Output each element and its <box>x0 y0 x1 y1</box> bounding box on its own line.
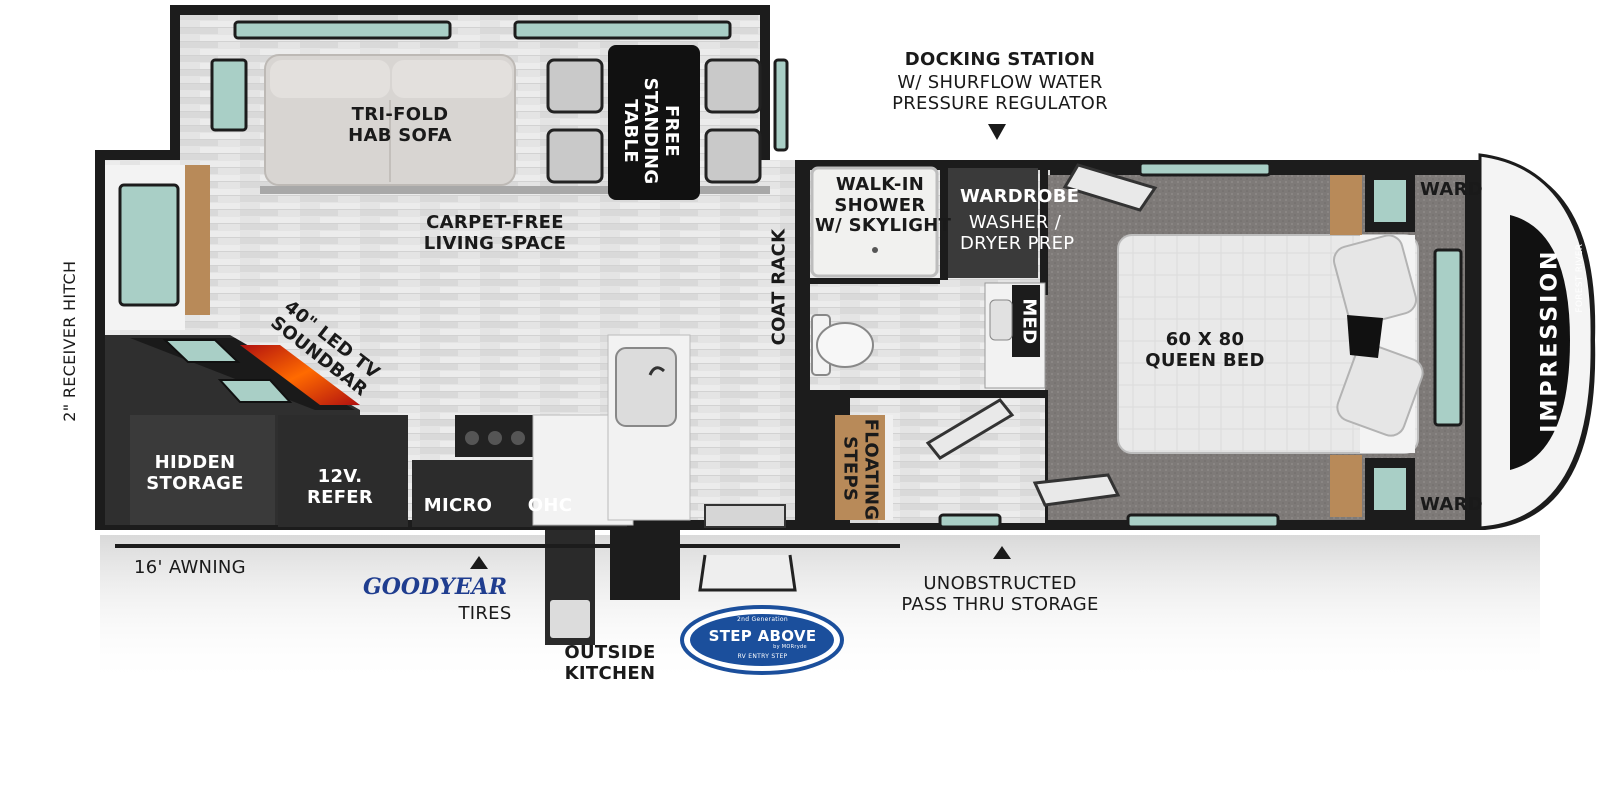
washer-label: WASHER / DRYER PREP <box>960 212 1075 254</box>
table-label-line: STANDING <box>640 77 662 185</box>
wood-panel-left <box>185 165 210 315</box>
vent-covers <box>925 163 1158 507</box>
step-above-top: 2nd Generation <box>736 616 788 623</box>
outside-kitchen-label: OUTSIDE KITCHEN <box>555 642 665 684</box>
pass-thru-line: PASS THRU STORAGE <box>901 593 1099 615</box>
step-above-wordmark: STEP ABOVE <box>708 627 817 645</box>
table-label: FREE STANDING TABLE <box>619 71 683 191</box>
vanity <box>984 282 1046 389</box>
docking-line: W/ SHURFLOW WATER <box>897 72 1103 93</box>
step-above-logo: 2nd Generation STEP ABOVE by MORryde RV … <box>680 605 845 675</box>
floating-steps <box>835 415 885 520</box>
micro-label: MICRO <box>423 495 493 516</box>
refer-label-line: REFER <box>306 486 374 508</box>
step-above-bottom: RV ENTRY STEP <box>737 653 788 660</box>
refer-label: 12V. REFER <box>295 466 385 508</box>
docking-title: DOCKING STATION <box>904 49 1096 70</box>
docking-lines: W/ SHURFLOW WATER PRESSURE REGULATOR <box>870 72 1130 114</box>
toilet <box>811 314 874 376</box>
shower-label-line: W/ SKYLIGHT <box>815 215 952 237</box>
floating-steps-line: STEPS <box>840 436 861 502</box>
living-label-line: LIVING SPACE <box>423 232 567 254</box>
refer-label-line: 12V. <box>317 466 363 487</box>
med-label: MED <box>1018 298 1040 345</box>
sofa-label: TRI-FOLD HAB SOFA <box>340 104 460 146</box>
hidden-storage-label: HIDDEN STORAGE <box>135 452 255 494</box>
brand-name: IMPRESSION <box>1537 248 1563 433</box>
hidden-storage-line: HIDDEN <box>154 452 236 473</box>
wardrobes <box>1330 170 1415 520</box>
washer-label-line: DRYER PREP <box>960 232 1075 254</box>
goodyear-wordmark: GOODYEAR <box>362 574 508 600</box>
table-label-line: TABLE <box>619 99 641 163</box>
living-label: CARPET-FREE LIVING SPACE <box>410 212 580 254</box>
step-above-badge <box>680 605 844 675</box>
sofa-label-line: TRI-FOLD <box>351 104 449 125</box>
ohc-label: OHC <box>527 495 573 516</box>
kitchen-cabinets <box>278 334 691 527</box>
tri-fold-sofa <box>264 54 516 186</box>
goodyear-logo: GOODYEAR <box>350 574 520 603</box>
step-above-by: by MORryde <box>773 644 807 650</box>
free-standing-table <box>546 45 762 200</box>
awning-label: 16' AWNING <box>134 557 246 578</box>
walk-in-shower <box>810 166 939 278</box>
tires-label: TIRES <box>458 603 512 624</box>
pass-thru-arrow-icon <box>993 546 1011 559</box>
tires-arrow-icon <box>470 556 488 569</box>
sofa-label-line: HAB SOFA <box>348 124 452 146</box>
hidden-storage-line: STORAGE <box>146 472 244 494</box>
ward-bottom-label: WARD <box>1420 494 1483 515</box>
outside-kitchen-line: OUTSIDE <box>564 642 656 663</box>
queen-bed <box>1117 234 1424 454</box>
bed-label-line: 60 X 80 <box>1165 329 1245 350</box>
floating-steps-label: FLOATING STEPS <box>839 418 882 521</box>
docking-line: PRESSURE REGULATOR <box>892 92 1108 114</box>
pass-thru-line: UNOBSTRUCTED <box>923 573 1077 594</box>
entry-door <box>698 504 797 592</box>
bed-label-line: QUEEN BED <box>1145 349 1265 371</box>
shower-label: WALK-IN SHOWER W/ SKYLIGHT <box>815 174 952 237</box>
ward-top-label: WARD <box>1420 179 1483 200</box>
docking-arrow-icon <box>988 124 1006 140</box>
coat-rack-label: COAT RACK <box>768 228 790 346</box>
shower-label-line: SHOWER <box>834 194 926 216</box>
brand-sub: FOREST RIVER <box>1574 243 1585 313</box>
receiver-hitch-label: 2" RECEIVER HITCH <box>59 260 79 422</box>
wardrobe-label: WARDROBE <box>960 186 1080 207</box>
wardrobe-closet <box>948 168 1038 278</box>
floating-steps-line: FLOATING <box>860 418 882 521</box>
living-label-line: CARPET-FREE <box>426 212 564 233</box>
washer-label-line: WASHER / <box>968 212 1062 233</box>
windows <box>118 20 1463 529</box>
bed-label: 60 X 80 QUEEN BED <box>1135 329 1275 371</box>
shower-label-line: WALK-IN <box>835 174 925 195</box>
table-label-line: FREE <box>661 105 683 157</box>
pass-thru-label: UNOBSTRUCTED PASS THRU STORAGE <box>885 573 1115 615</box>
outside-kitchen <box>545 530 680 645</box>
outside-kitchen-line: KITCHEN <box>564 662 656 684</box>
